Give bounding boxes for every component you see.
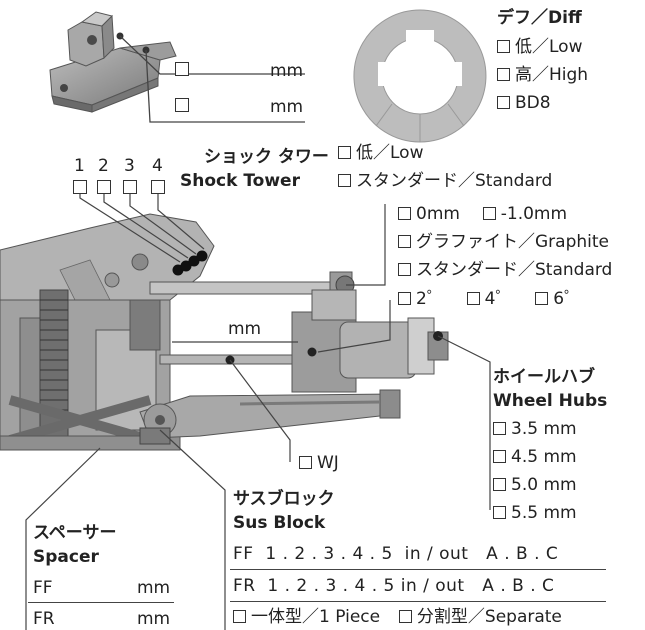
spacer-ff-unit: mm — [137, 578, 171, 598]
mount-checkbox-1[interactable] — [175, 62, 189, 76]
shock-pos-2-label: 2 — [98, 156, 109, 176]
shock-tower-title-jp: ショック タワー — [204, 147, 329, 167]
sus-block-type-row: 一体型／1 Piece 分割型／Separate — [233, 607, 562, 627]
wheel-hub-option-35[interactable]: 3.5 mm — [493, 419, 577, 439]
checkbox[interactable] — [398, 235, 411, 248]
angle-2[interactable]: 2゜ — [416, 289, 444, 309]
spacer-fr-label: FR — [33, 609, 55, 629]
wj-option[interactable]: WJ — [299, 453, 339, 473]
shock-tower-title-en: Shock Tower — [180, 171, 300, 191]
checkbox[interactable] — [497, 96, 510, 109]
angle-4[interactable]: 4゜ — [484, 289, 513, 309]
suspension-drawing-icon — [0, 213, 449, 451]
checkbox[interactable] — [398, 610, 412, 623]
checkbox[interactable] — [482, 207, 496, 220]
checkbox[interactable] — [338, 146, 351, 159]
diff-option-bd8[interactable]: BD8 — [497, 93, 551, 113]
diff-title: デフ／Diff — [497, 8, 582, 28]
spacer-divider — [28, 602, 174, 603]
spacer-title-en: Spacer — [33, 547, 99, 567]
camber-0mm[interactable]: 0mm — [416, 204, 460, 224]
wheel-hub-option-50[interactable]: 5.0 mm — [493, 475, 577, 495]
sus-block-divider-1 — [230, 569, 606, 570]
checkbox[interactable] — [493, 478, 506, 491]
shock-pos-3-checkbox[interactable] — [123, 180, 137, 194]
checkbox[interactable] — [338, 174, 351, 187]
checkbox[interactable] — [497, 68, 510, 81]
mount-mm-1: mm — [270, 61, 304, 81]
shock-pos-3-label: 3 — [124, 156, 135, 176]
sus-block-title-jp: サスブロック — [233, 489, 335, 509]
sus-block-one-piece[interactable]: 一体型／1 Piece — [251, 607, 381, 627]
shock-pos-1-checkbox[interactable] — [73, 180, 87, 194]
sus-block-title-en: Sus Block — [233, 513, 326, 533]
sus-block-ff-row[interactable]: FF 1 . 2 . 3 . 4 . 5 in / out A . B . C — [233, 544, 559, 564]
checkbox[interactable] — [493, 422, 506, 435]
mount-part-icon — [49, 11, 177, 113]
checkbox[interactable] — [398, 292, 411, 305]
shock-pos-4-checkbox[interactable] — [151, 180, 165, 194]
mount-mm-2: mm — [270, 97, 304, 117]
sus-block-divider-2 — [230, 601, 606, 602]
spacer-fr-unit: mm — [137, 609, 171, 629]
checkbox[interactable] — [493, 450, 506, 463]
wheel-hubs-title-en: Wheel Hubs — [493, 391, 608, 411]
shock-pos-1-label: 1 — [74, 156, 85, 176]
camber-graphite[interactable]: グラファイト／Graphite — [398, 232, 609, 252]
shock-tower-option-low[interactable]: 低／Low — [338, 143, 423, 163]
wheel-hub-option-45[interactable]: 4.5 mm — [493, 447, 577, 467]
camber-row-1: 0mm -1.0mm — [398, 204, 567, 224]
checkbox[interactable] — [493, 506, 506, 519]
checkbox[interactable] — [299, 456, 312, 469]
diff-option-low[interactable]: 低／Low — [497, 37, 582, 57]
mount-checkbox-2[interactable] — [175, 98, 189, 112]
shock-pos-4-label: 4 — [152, 156, 163, 176]
shock-pos-2-checkbox[interactable] — [97, 180, 111, 194]
diff-option-high[interactable]: 高／High — [497, 65, 588, 85]
camber-minus-1mm[interactable]: -1.0mm — [500, 204, 568, 224]
checkbox[interactable] — [398, 263, 411, 276]
checkbox[interactable] — [535, 292, 549, 305]
diff-ring-icon — [353, 9, 487, 143]
checkbox[interactable] — [497, 40, 510, 53]
checkbox[interactable] — [466, 292, 480, 305]
checkbox[interactable] — [398, 207, 411, 220]
camber-angle-row: 2゜ 4゜ 6゜ — [398, 289, 581, 309]
spacer-ff-label: FF — [33, 578, 53, 598]
angle-6[interactable]: 6゜ — [553, 289, 582, 309]
camber-standard[interactable]: スタンダード／Standard — [398, 260, 612, 280]
wheel-hubs-title-jp: ホイールハブ — [493, 367, 595, 387]
spacer-title-jp: スペーサー — [33, 523, 117, 543]
checkbox[interactable] — [233, 610, 246, 623]
sus-block-fr-row[interactable]: FR 1 . 2 . 3 . 4 . 5 in / out A . B . C — [233, 576, 555, 596]
shock-tower-option-standard[interactable]: スタンダード／Standard — [338, 171, 552, 191]
wheel-hub-option-55[interactable]: 5.5 mm — [493, 503, 577, 523]
sus-block-separate[interactable]: 分割型／Separate — [416, 607, 562, 627]
link-length-mm: mm — [228, 319, 262, 339]
